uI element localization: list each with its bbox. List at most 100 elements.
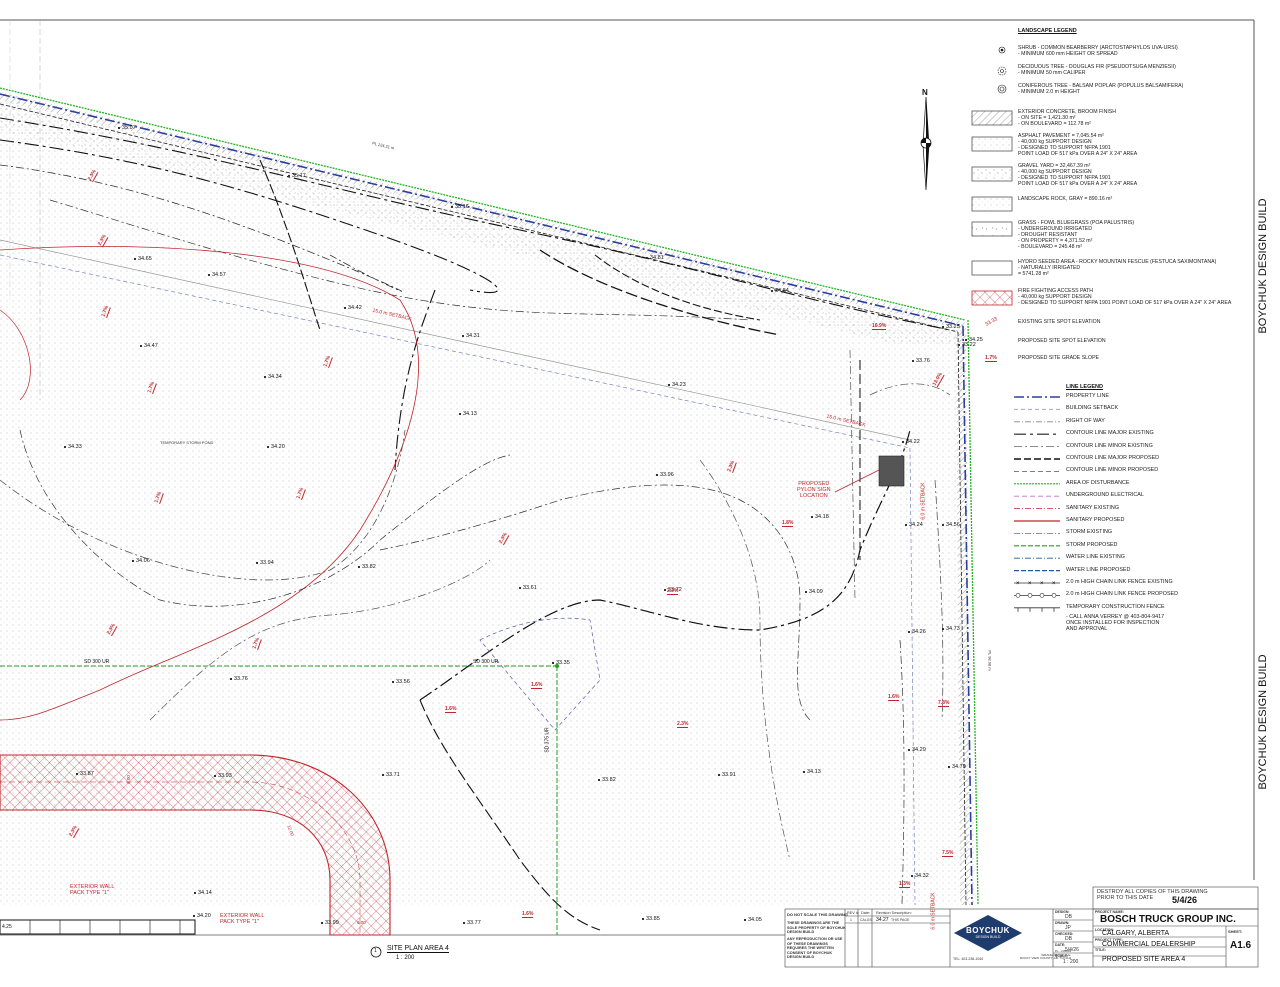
legend-text: DECIDUOUS TREE - DOUGLAS FIR (PSEUDOTSUG…: [1018, 64, 1176, 70]
storm-pipe-label: SD 300 UR: [473, 659, 499, 665]
view-number: 1: [374, 948, 377, 954]
location-label: LOCATION:: [1095, 928, 1115, 932]
line-legend-label: TEMPORARY CONSTRUCTION FENCE: [1066, 603, 1165, 610]
spot-elevation: 35.17: [288, 173, 306, 179]
spot-elevation: 34.42: [344, 305, 362, 311]
legend-text: FIRE FIGHTING ACCESS PATH: [1018, 288, 1094, 294]
spot-elevation: 33.76: [230, 676, 248, 682]
line-legend-label: SANITARY EXISTING: [1066, 504, 1120, 511]
checked-value: DB: [1065, 936, 1072, 942]
legend-plant-item: DECIDUOUS TREE - DOUGLAS FIR (PSEUDOTSUG…: [1018, 64, 1176, 76]
side-brand-upper: BOYCHUK DESIGN BUILD: [1257, 198, 1269, 334]
legend-text: - UNDERGROUND IRRIGATED: [1018, 226, 1092, 232]
spot-elevation: 33.77: [463, 920, 481, 926]
line-legend-label: STORM PROPOSED: [1066, 541, 1118, 548]
grade-slope-label: 1.3%: [899, 881, 911, 888]
setback-label: 6.0 m SETBACK: [920, 482, 927, 520]
design-label: DESIGN:: [1055, 910, 1070, 914]
line-legend-label: STORM EXISTING: [1066, 529, 1113, 536]
legend-text: ASPHALT PAVEMENT = 7,045.54 m²: [1018, 133, 1104, 139]
legend-text: GRAVEL YARD = 32,467.39 m²: [1018, 163, 1091, 169]
landscape-legend-title: LANDSCAPE LEGEND: [1018, 28, 1077, 34]
sheet-label: SHEET:: [1228, 929, 1243, 934]
spot-elevation: 34.20: [193, 913, 211, 919]
date-value: 5/4/26: [1065, 947, 1079, 953]
fence-marker: ×: [1040, 581, 1044, 587]
rev-header: Date:: [861, 911, 871, 915]
deciduous-tree-icon: [997, 66, 1007, 76]
grade-slope-label: 1.6%: [522, 911, 534, 918]
legend-surface-item: GRAVEL YARD = 32,467.39 m² - 40,000 kg S…: [1018, 163, 1137, 187]
north-label: N: [922, 88, 928, 97]
legend-text: - DROUGHT RESISTANT: [1018, 232, 1078, 238]
grade-slope-label: 2.3%: [677, 721, 689, 728]
spot-elevation: 34.84: [771, 288, 789, 294]
line-legend-title: LINE LEGEND: [1066, 384, 1103, 390]
legend-text: LANDSCAPE ROCK, GRAY = 890.16 m²: [1018, 196, 1113, 202]
legend-plant-item: CONIFEROUS TREE - BALSAM POPLAR (POPULUS…: [1018, 83, 1183, 95]
line-legend-label: 2.0 m HIGH CHAIN LINK FENCE EXISTING: [1066, 579, 1173, 585]
spot-elevation: 33.76: [912, 358, 930, 364]
fence-note-line: AND APPROVAL: [1066, 626, 1108, 632]
legend-text: HYDRO SEEDED AREA - ROCKY MOUNTAIN FESCU…: [1018, 259, 1217, 265]
storm-pond-label: TEMPORARY STORM POND: [160, 440, 214, 445]
spot-elevation: 35.07: [118, 125, 136, 131]
dimension-label: 6.00: [357, 920, 366, 925]
grade-slope-label: 2.3%: [667, 588, 679, 595]
dimension-label: 6.00: [125, 775, 131, 784]
legend-text: - ON SITE = 1,421.30 m²: [1018, 115, 1076, 121]
project-name-label: PROJECT NAME:: [1095, 910, 1124, 914]
spot-elevation: 34.56: [942, 522, 960, 528]
spot-elevation: 34.18: [811, 514, 829, 520]
legend-text: - ON BOULEVARD = 112.78 m²: [1018, 121, 1091, 127]
scale-label: SCALE:: [1055, 954, 1069, 958]
fence-marker: [1027, 593, 1033, 598]
spot-elevation: 34.05: [744, 917, 762, 923]
drawn-label: DRAWN:: [1055, 921, 1070, 925]
spot-elevation: 34.23: [668, 382, 686, 388]
legend-text: - MINIMUM 50 mm CALIPER: [1018, 70, 1086, 76]
spot-elevation: 34.25: [965, 337, 983, 343]
spot-elevation: 33.85: [642, 916, 660, 922]
grade-slope-label: 7.5%: [942, 850, 954, 857]
view-title: SITE PLAN AREA 4: [387, 945, 449, 953]
line-legend-label: PROPERTY LINE: [1066, 393, 1109, 399]
sheet-title: PROPOSED SITE AREA 4: [1102, 956, 1186, 963]
legend-surface-item: LANDSCAPE ROCK, GRAY = 890.16 m²: [1018, 196, 1112, 202]
spot-elevation: 33.61: [519, 585, 537, 591]
grade-slope-label: 16.9%: [872, 323, 887, 330]
do-not-scale-note: DO NOT SCALE THIS DRAWING: [787, 912, 848, 917]
spot-elevation: 34.32: [911, 873, 929, 879]
legend-text: - DESIGNED TO SUPPORT NFPA 1901: [1018, 175, 1111, 181]
spot-elevation: 33.72: [664, 587, 682, 593]
spot-elevation: 33.82: [358, 564, 376, 570]
property-dimension: PL 98.98 m: [987, 650, 993, 671]
legend-text: - 40,000 kg SUPPORT DESIGN: [1018, 139, 1092, 145]
spot-elevation: 34.20: [267, 444, 285, 450]
scale-value: 1 : 200: [1063, 959, 1079, 965]
company-phone: TEL: 403-236-1040: [953, 957, 984, 961]
rev-cell: 34.27: [876, 917, 889, 923]
fence-marker: [1051, 593, 1057, 598]
spot-elevation: 33.22: [958, 342, 976, 348]
spot-elevation: 34.65: [134, 256, 152, 262]
coniferous-tree-icon: [997, 84, 1007, 94]
title-label: TITLE:: [1095, 948, 1106, 952]
line-legend-label: WATER LINE PROPOSED: [1066, 566, 1131, 573]
spot-elevation: 34.73: [942, 626, 960, 632]
fence-note-line: - CALL ANNA VERREY @ 403-804-9417: [1066, 614, 1165, 620]
rev-cell: CALGS: [860, 918, 872, 922]
spot-elevation: 35.16: [451, 204, 469, 210]
grade-slope-label: 1.6%: [888, 694, 900, 701]
spot-elevation: 34.26: [908, 629, 926, 635]
legend-surface-item: GRASS - FOWL BLUEGRASS (POA PALUSTRIS) -…: [1018, 220, 1134, 250]
spot-elevation: 33.71: [382, 772, 400, 778]
spot-elevation: 34.33: [64, 444, 82, 450]
sheet-number: A1.6: [1230, 940, 1252, 951]
line-legend-label: BUILDING SETBACK: [1066, 405, 1119, 412]
spot-elevation: 34.34: [264, 374, 282, 380]
line-legend-label: AREA OF DISTURBANCE: [1066, 479, 1130, 486]
fence-note: - CALL ANNA VERREY @ 403-804-9417 ONCE I…: [1066, 614, 1164, 632]
